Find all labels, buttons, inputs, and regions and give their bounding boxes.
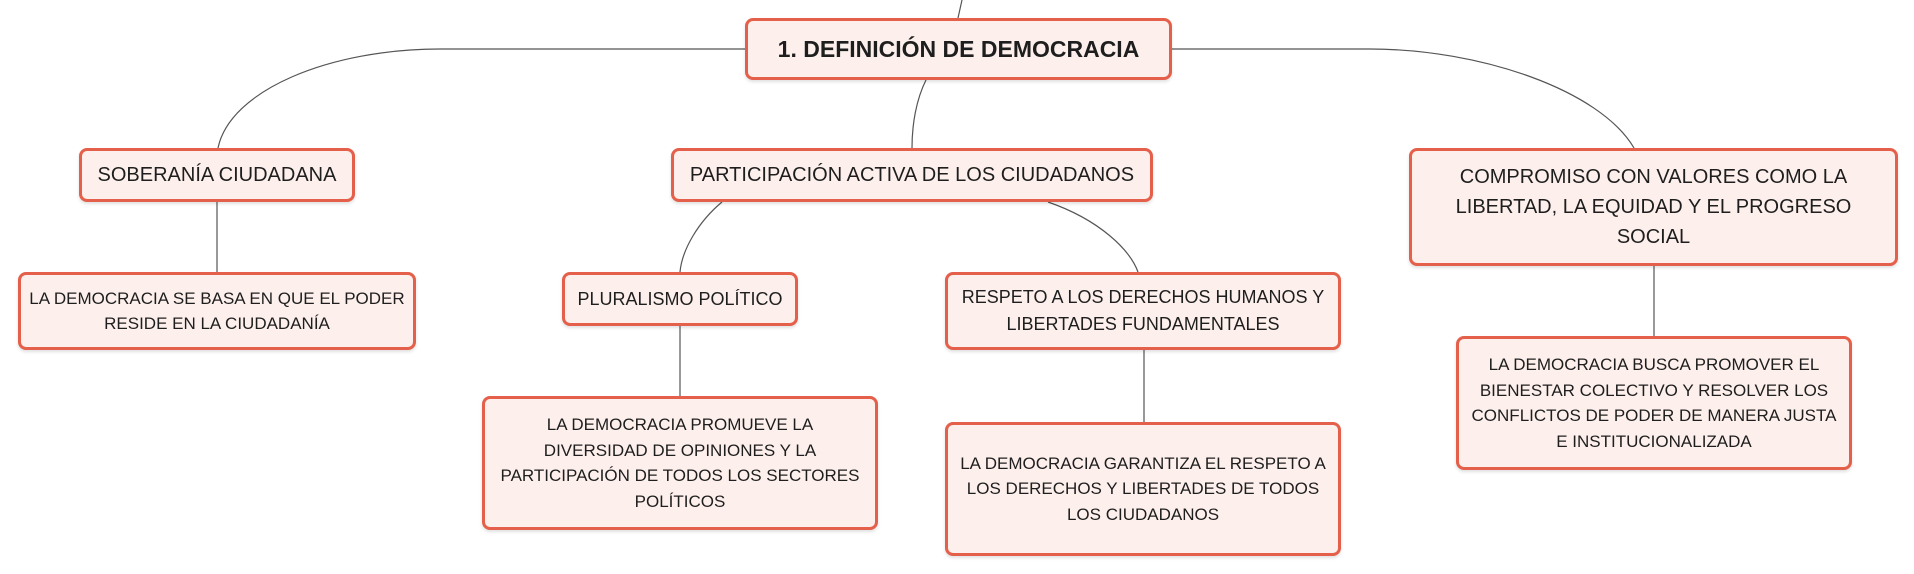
root-node[interactable]: 1. DEFINICIÓN DE DEMOCRACIA: [745, 18, 1172, 80]
connector-root-compromiso: [1172, 48, 1635, 149]
leaf-diversidad-opiniones[interactable]: LA DEMOCRACIA PROMUEVE LA DIVERSIDAD DE …: [482, 396, 878, 530]
subbranch-pluralismo-politico[interactable]: PLURALISMO POLÍTICO: [562, 272, 798, 326]
connector-parent-root: [957, 0, 963, 19]
subbranch-label: RESPETO A LOS DERECHOS HUMANOS Y LIBERTA…: [961, 287, 1325, 334]
subbranch-label: PLURALISMO POLÍTICO: [577, 288, 783, 309]
leaf-label: LA DEMOCRACIA GARANTIZA EL RESPETO A LOS…: [960, 453, 1326, 524]
branch-label: COMPROMISO CON VALORES COMO LA LIBERTAD,…: [1455, 166, 1852, 248]
connector-participacion-respeto: [1047, 201, 1139, 273]
subbranch-respeto-derechos[interactable]: RESPETO A LOS DERECHOS HUMANOS Y LIBERTA…: [945, 272, 1341, 350]
branch-label: PARTICIPACIÓN ACTIVA DE LOS CIUDADANOS: [689, 164, 1135, 186]
branch-soberania-ciudadana[interactable]: SOBERANÍA CIUDADANA: [79, 148, 355, 202]
leaf-bienestar-colectivo[interactable]: LA DEMOCRACIA BUSCA PROMOVER EL BIENESTA…: [1456, 336, 1852, 470]
branch-label: SOBERANÍA CIUDADANA: [97, 164, 337, 186]
root-label: 1. DEFINICIÓN DE DEMOCRACIA: [777, 35, 1140, 62]
leaf-poder-ciudadania[interactable]: LA DEMOCRACIA SE BASA EN QUE EL PODER RE…: [18, 272, 416, 350]
leaf-label: LA DEMOCRACIA PROMUEVE LA DIVERSIDAD DE …: [500, 415, 860, 511]
connector-participacion-pluralismo: [679, 201, 723, 273]
branch-participacion-activa[interactable]: PARTICIPACIÓN ACTIVA DE LOS CIUDADANOS: [671, 148, 1153, 202]
branch-compromiso-valores[interactable]: COMPROMISO CON VALORES COMO LA LIBERTAD,…: [1409, 148, 1898, 266]
connector-root-participacion: [911, 79, 927, 149]
connector-root-soberania: [217, 48, 745, 149]
leaf-garantiza-respeto[interactable]: LA DEMOCRACIA GARANTIZA EL RESPETO A LOS…: [945, 422, 1341, 556]
leaf-label: LA DEMOCRACIA BUSCA PROMOVER EL BIENESTA…: [1471, 355, 1837, 451]
leaf-label: LA DEMOCRACIA SE BASA EN QUE EL PODER RE…: [29, 288, 405, 334]
